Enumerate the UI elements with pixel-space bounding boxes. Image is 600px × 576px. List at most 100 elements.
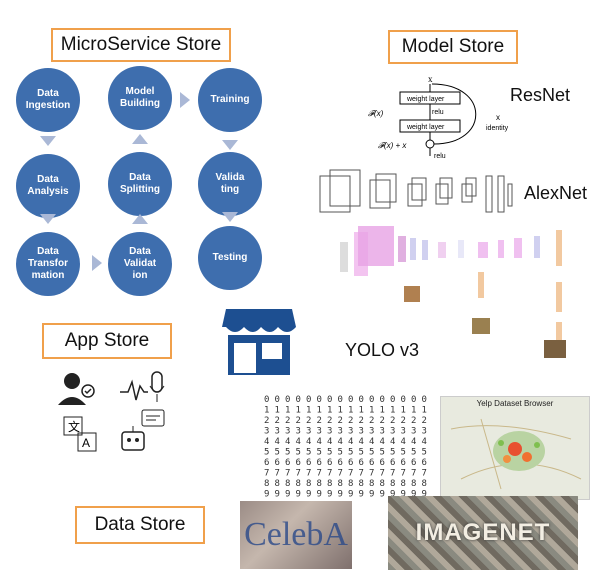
svg-text:9: 9 [359,490,364,500]
svg-text:7: 7 [317,469,322,479]
svg-text:9: 9 [390,490,395,500]
svg-text:5: 5 [296,448,301,458]
svg-text:2: 2 [285,416,290,426]
model-store-title: Model Store [388,30,518,64]
resnet-label: ResNet [510,85,571,105]
yolo-diagram [340,226,566,358]
svg-text:5: 5 [275,448,280,458]
svg-text:7: 7 [359,469,364,479]
svg-text:6: 6 [327,458,332,468]
svg-text:8: 8 [411,479,416,489]
svg-text:7: 7 [327,469,332,479]
svg-text:0: 0 [369,395,374,405]
svg-text:5: 5 [348,448,353,458]
svg-text:2: 2 [411,416,416,426]
resnet-relu2: relu [434,153,446,160]
resnet-fx: 𝓕(x) [368,109,384,118]
svg-text:8: 8 [401,479,406,489]
alexnet-diagram [319,169,513,213]
svg-text:0: 0 [422,395,427,405]
svg-text:4: 4 [401,437,406,447]
svg-text:6: 6 [275,458,280,468]
celeba-label: CelebA [244,516,348,553]
node-model-building: Model Building [108,66,172,130]
svg-text:7: 7 [285,469,290,479]
svg-text:0: 0 [327,395,332,405]
app-store-title: App Store [42,323,172,359]
svg-text:1: 1 [338,406,343,416]
svg-text:0: 0 [390,395,395,405]
svg-text:8: 8 [327,479,332,489]
svg-text:5: 5 [369,448,374,458]
svg-text:2: 2 [401,416,406,426]
svg-text:4: 4 [348,437,353,447]
svg-text:7: 7 [264,469,269,479]
translate-icon: 文 A [63,416,97,452]
svg-text:8: 8 [275,479,280,489]
svg-text:7: 7 [275,469,280,479]
svg-text:6: 6 [359,458,364,468]
svg-text:8: 8 [369,479,374,489]
svg-text:5: 5 [359,448,364,458]
svg-text:0: 0 [306,395,311,405]
svg-text:6: 6 [422,458,427,468]
chatbot-icon [121,409,165,451]
svg-text:9: 9 [380,490,385,500]
svg-text:5: 5 [401,448,406,458]
svg-text:4: 4 [306,437,311,447]
svg-text:6: 6 [306,458,311,468]
svg-text:0: 0 [296,395,301,405]
svg-text:1: 1 [348,406,353,416]
yolo-label: YOLO v3 [345,340,420,360]
microservice-store-title: MicroService Store [51,28,231,62]
svg-text:7: 7 [338,469,343,479]
svg-text:0: 0 [359,395,364,405]
svg-text:3: 3 [348,427,353,437]
resnet-identity: identity [486,125,509,132]
node-data-analysis: Data Analysis [16,154,80,218]
svg-text:8: 8 [359,479,364,489]
svg-text:1: 1 [264,406,269,416]
node-validating: Valida ting [198,152,262,216]
node-data-transformation: Data Transfor mation [16,232,80,296]
svg-text:6: 6 [285,458,290,468]
node-data-splitting: Data Splitting [108,152,172,216]
svg-text:7: 7 [390,469,395,479]
svg-text:7: 7 [401,469,406,479]
svg-text:7: 7 [422,469,427,479]
svg-text:4: 4 [390,437,395,447]
svg-text:3: 3 [306,427,311,437]
yelp-dataset-browser-image: Yelp Dataset Browser [440,396,590,500]
svg-text:1: 1 [369,406,374,416]
svg-text:4: 4 [359,437,364,447]
resnet-layer2: weight layer [406,124,445,131]
svg-text:3: 3 [275,427,280,437]
svg-text:4: 4 [275,437,280,447]
svg-text:5: 5 [285,448,290,458]
svg-text:8: 8 [380,479,385,489]
svg-text:5: 5 [390,448,395,458]
svg-text:8: 8 [390,479,395,489]
yelp-title: Yelp Dataset Browser [476,399,554,408]
svg-text:2: 2 [338,416,343,426]
svg-text:3: 3 [369,427,374,437]
arrow-up-2 [132,134,148,144]
svg-text:3: 3 [411,427,416,437]
svg-text:2: 2 [369,416,374,426]
svg-text:3: 3 [380,427,385,437]
svg-text:4: 4 [327,437,332,447]
arrow-right-1 [92,255,102,271]
svg-text:A: A [82,436,90,450]
svg-text:4: 4 [285,437,290,447]
svg-text:1: 1 [380,406,385,416]
svg-text:1: 1 [422,406,427,416]
svg-text:9: 9 [348,490,353,500]
svg-text:6: 6 [317,458,322,468]
svg-text:8: 8 [348,479,353,489]
svg-text:4: 4 [338,437,343,447]
svg-text:3: 3 [390,427,395,437]
svg-text:4: 4 [369,437,374,447]
svg-text:6: 6 [390,458,395,468]
svg-text:文: 文 [68,419,80,434]
svg-text:5: 5 [306,448,311,458]
